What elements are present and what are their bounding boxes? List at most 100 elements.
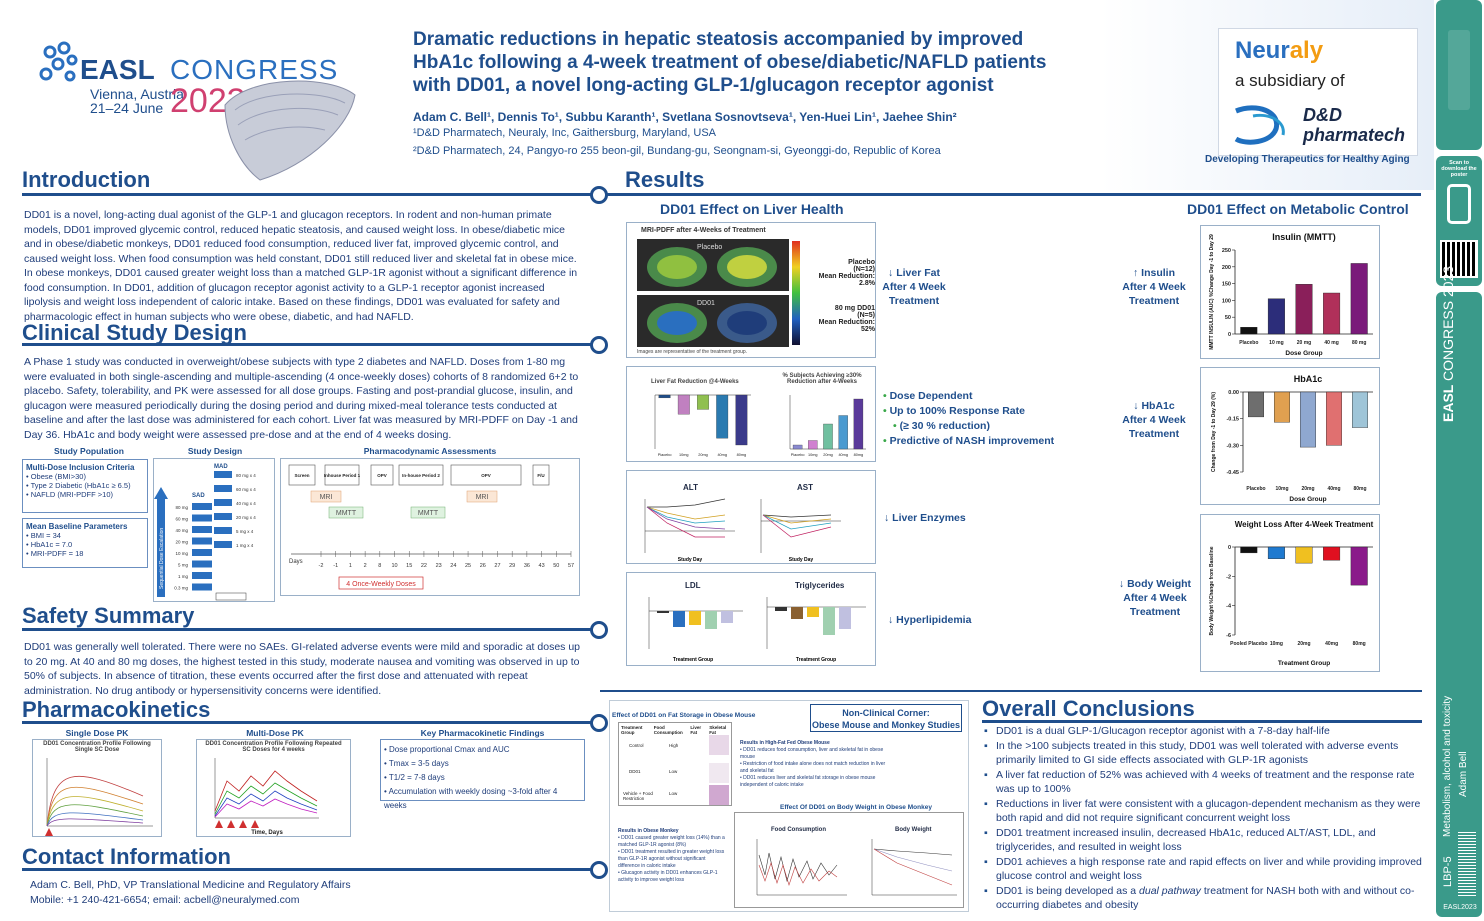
category-label: 40 mg xyxy=(1324,340,1338,346)
single-pk-chart-title: DD01 Concentration Profile Following Sin… xyxy=(43,741,151,753)
day-tick-label: 8 xyxy=(378,563,381,569)
bar xyxy=(1323,292,1341,335)
bar xyxy=(1325,391,1342,446)
sad-dose-label: 60 mg xyxy=(175,517,188,522)
tg-xlabel: Treatment Group xyxy=(796,657,836,663)
bar xyxy=(735,394,748,446)
bar xyxy=(853,398,864,450)
bar xyxy=(1240,546,1258,554)
mri-label-1: MRI xyxy=(320,494,333,501)
affiliation-2: ²D&D Pharmatech, 24, Pangyo-ro 255 beon-… xyxy=(413,145,941,157)
sad-dose-box xyxy=(192,503,212,510)
weekly-doses-label: 4 Once-Weekly Doses xyxy=(346,581,416,588)
mri-placebo-image: Placebo xyxy=(637,239,789,291)
inclusion-item: • Type 2 Diabetic (HbA1c ≥ 6.5) xyxy=(26,481,131,490)
pd-flow-label: OPV xyxy=(481,473,491,478)
mad-dose-box xyxy=(214,499,232,506)
dd01-stats: 80 mg DD01(N=5)Mean Reduction: 52% xyxy=(818,305,875,333)
mri-dd01-label: DD01 xyxy=(697,300,715,307)
mri-note: Images are representative of the treatme… xyxy=(637,349,748,355)
bar xyxy=(823,423,833,450)
day-tick-label: 27 xyxy=(494,563,500,569)
bar xyxy=(697,394,709,410)
bar xyxy=(1350,546,1368,586)
category-label: 80mg xyxy=(1353,486,1366,492)
sad-dose-label: 5 mg xyxy=(178,563,189,568)
baseline-item: • MRI-PDFF = 18 xyxy=(26,549,84,558)
category-label: Pooled Placebo xyxy=(1230,641,1267,647)
pk-finding: • Dose proportional Cmax and AUC xyxy=(384,745,510,754)
safety-text: DD01 was generally well tolerated. There… xyxy=(24,641,581,697)
scan-tab[interactable]: Scan to download the poster xyxy=(1436,156,1482,286)
bar xyxy=(658,394,671,399)
day-tick-label: 57 xyxy=(568,563,574,569)
fat-storage-title: Effect of DD01 on Fat Storage in Obese M… xyxy=(612,712,756,719)
category-label: 20mg xyxy=(1301,486,1314,492)
ldl-bar-chart: Treatment Group xyxy=(648,597,743,663)
bar xyxy=(792,444,803,450)
multi-pk-curves: Time, Days xyxy=(214,758,319,836)
mouse-table-food: Low xyxy=(669,769,678,774)
sad-dose-box xyxy=(192,514,212,522)
study-design-diagram: Sequential Dose Escalation MAD SAD 80 mg… xyxy=(153,458,275,602)
pd-flow-box xyxy=(398,464,444,486)
category-label: 10mg xyxy=(1275,486,1288,492)
pd-flow-box xyxy=(370,464,394,486)
sad-dose-box xyxy=(192,583,212,591)
mouse-table-food: High xyxy=(669,743,679,748)
y-tick-label: 250 xyxy=(1222,248,1231,254)
pd-flow-label: OPV xyxy=(377,473,387,478)
y-axis-label: Body Weight %Change from Baseline xyxy=(1209,546,1215,635)
barcode-icon xyxy=(1458,832,1476,896)
category-label: 80 mg xyxy=(1352,340,1366,346)
day-tick-label: -1 xyxy=(333,563,338,569)
monkey-item: • DD01 caused greater weight loss (14%) … xyxy=(618,835,725,848)
sad-dose-label: 40 mg xyxy=(175,528,188,533)
x-axis-label: Treatment Group xyxy=(1278,660,1330,667)
y-tick-label: 0.00 xyxy=(1228,390,1239,396)
study-design-label: Study Design xyxy=(187,446,243,456)
sad-label: SAD xyxy=(192,493,205,499)
monkey-charts: Food Consumption Body Weight xyxy=(734,812,964,908)
single-pk-label: Single Dose PK xyxy=(65,728,129,738)
day-tick-label: 29 xyxy=(509,563,515,569)
strip-code: LBP-5 xyxy=(1442,856,1454,887)
bar xyxy=(677,394,690,415)
day-tick-label: 22 xyxy=(421,563,427,569)
pd-flow-label: In-house Period 2 xyxy=(402,473,440,478)
mri-dd01-image: DD01 xyxy=(637,295,789,347)
liver-illustration xyxy=(224,80,356,181)
pk-rule-circle xyxy=(590,714,608,732)
lf-chart-title: Liver Fat Reduction @4-Weeks xyxy=(651,379,739,385)
safety-title: Safety Summary xyxy=(22,603,195,628)
y-tick-label: -6 xyxy=(1226,633,1231,639)
day-tick-label: 26 xyxy=(480,563,486,569)
category-label: 40mg xyxy=(838,453,848,457)
pd-flow-label: F/U xyxy=(537,473,544,478)
results-title: Results xyxy=(625,167,705,192)
dose-bullet-sub: (≥ 30 % reduction) xyxy=(883,419,1054,434)
inclusion-item: • Obese (BMI>30) xyxy=(26,472,86,481)
qr-code-icon[interactable] xyxy=(1440,240,1478,278)
baseline-title: Mean Baseline Parameters xyxy=(26,522,128,531)
category-label: 80mg xyxy=(854,453,864,457)
bar xyxy=(808,440,818,450)
sad-dose-label: 80 mg xyxy=(175,505,188,510)
category-label: Placebo xyxy=(658,453,672,457)
poster-title: Dramatic reductions in hepatic steatosis… xyxy=(413,28,1203,97)
weight-bar-chart: Weight Loss After 4-Week Treatment0-2-4-… xyxy=(1209,520,1374,667)
category-label: 40mg xyxy=(717,453,727,457)
mad-dose-box xyxy=(214,541,232,548)
y-axis-label: MMTT INSULIN (AUC) %Change Day -1 to Day… xyxy=(1209,234,1215,350)
congress-tab: EASL CONGRESS 2023 Metabolism, alcohol a… xyxy=(1436,266,1482,917)
ast-xlabel: Study Day xyxy=(789,557,814,563)
mad-dose-box xyxy=(214,471,232,478)
bar xyxy=(1323,546,1341,561)
pd-flow-box xyxy=(450,464,522,486)
inclusion-title: Multi-Dose Inclusion Criteria xyxy=(26,463,135,472)
